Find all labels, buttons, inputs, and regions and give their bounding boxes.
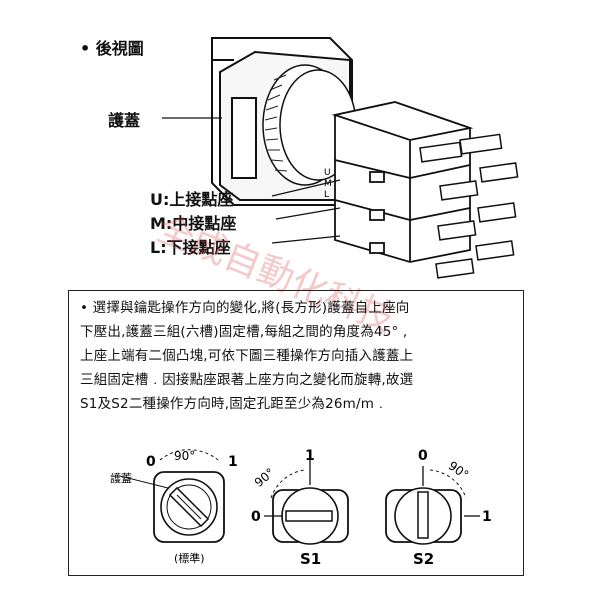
stack-letter-m: M	[324, 179, 332, 189]
standard-pos1: 1	[228, 454, 238, 470]
description-line: 上座上端有二個凸塊,可依下圖三種操作方向插入護蓋上	[80, 348, 414, 364]
standard-caption: (標準)	[174, 551, 205, 565]
contact-blocks	[331, 101, 474, 263]
description-line: S1及S2二種操作方向時,固定孔距至少為26m/m﹒	[80, 396, 388, 412]
standard-angle: 90°	[174, 449, 195, 463]
description-paragraph: • 選擇與鑰匙操作方向的變化,將(長方形)護蓋自上座向 下壓出,護蓋三組(六槽)…	[80, 296, 520, 416]
diagram-s1	[264, 460, 349, 545]
switch-rear-illustration: U M L	[162, 37, 519, 279]
s1-caption: S1	[300, 550, 321, 568]
lower-contact-label: L:下接點座	[150, 238, 231, 257]
description-line: • 選擇與鑰匙操作方向的變化,將(長方形)護蓋自上座向	[80, 300, 410, 316]
s2-pos0: 0	[418, 448, 428, 464]
middle-contact-label: M:中接點座	[150, 214, 237, 233]
description-line: 三組固定槽﹒因接點座跟著上座方向之變化而旋轉,故選	[80, 372, 414, 388]
s1-pos0: 0	[251, 509, 261, 525]
orientation-diagrams: 護蓋 0 1 90° (標準) 1 0 90° S1 0 1 90° S2	[110, 448, 492, 568]
description-line: 下壓出,護蓋三組(六槽)固定槽,每組之間的角度為45° ,	[80, 324, 408, 340]
cover-label: 護蓋	[108, 111, 141, 130]
s2-angle: 90°	[446, 459, 471, 483]
stack-letter-u: U	[324, 168, 331, 178]
info-box	[68, 290, 524, 576]
s2-pos1: 1	[482, 509, 492, 525]
diagram-s2	[385, 466, 480, 545]
diagram-standard	[119, 449, 225, 543]
standard-cover-label: 護蓋	[110, 471, 132, 485]
upper-contact-label: U:上接點座	[150, 190, 234, 209]
s1-angle: 90°	[252, 465, 277, 489]
terminals	[419, 133, 519, 279]
standard-pos0: 0	[146, 454, 156, 470]
stack-letter-l: L	[324, 190, 329, 200]
s2-caption: S2	[413, 550, 434, 568]
section-heading: • 後視圖	[80, 39, 144, 58]
s1-pos1: 1	[305, 448, 315, 464]
